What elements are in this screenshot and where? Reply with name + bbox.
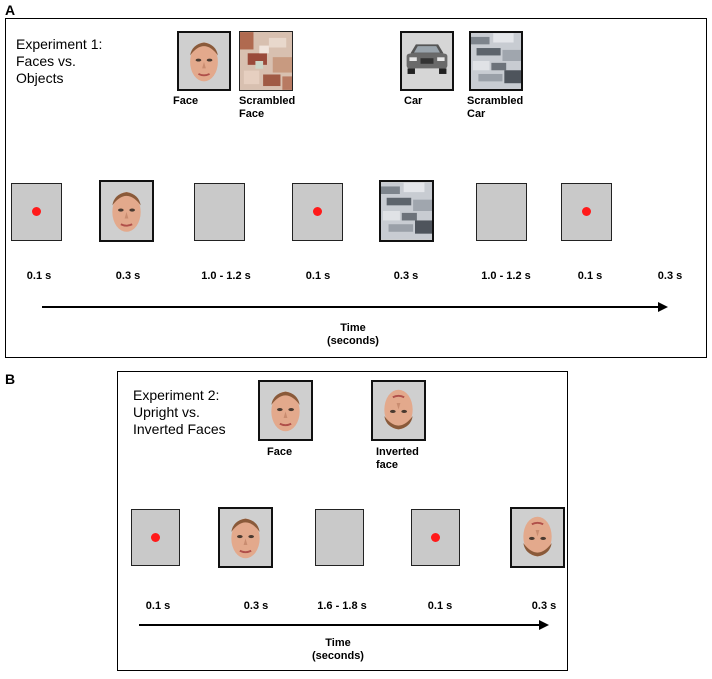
panel-a-title: Experiment 1: Faces vs. Objects bbox=[16, 36, 103, 86]
panel-a-letter: A bbox=[5, 2, 16, 18]
panel-b-title: Experiment 2: Upright vs. Inverted Faces bbox=[133, 387, 226, 437]
fixation-dot bbox=[431, 533, 440, 542]
duration-label: 1.6 - 1.8 s bbox=[317, 600, 367, 612]
face-example-image bbox=[258, 380, 313, 441]
duration-label: 0.3 s bbox=[531, 600, 557, 612]
fixation-frame bbox=[11, 183, 62, 241]
scrambled-car-example-caption: Scrambled Car bbox=[467, 95, 524, 120]
duration-label: 0.1 s bbox=[427, 600, 453, 612]
fixation-frame bbox=[561, 183, 612, 241]
fixation-frame bbox=[411, 509, 460, 566]
time-axis-label: Time (seconds) bbox=[312, 637, 364, 662]
scrambled-face-example-image bbox=[239, 31, 293, 91]
fixation-dot bbox=[151, 533, 160, 542]
face-example-caption: Face bbox=[173, 95, 199, 107]
duration-label: 0.1 s bbox=[145, 600, 171, 612]
fixation-frame bbox=[131, 509, 180, 566]
scrambled-face-example-caption: Scrambled Face bbox=[239, 95, 296, 120]
time-arrow bbox=[42, 302, 668, 312]
duration-label: 0.1 s bbox=[26, 270, 52, 282]
duration-label: 0.3 s bbox=[393, 270, 419, 282]
fixation-dot bbox=[313, 207, 322, 216]
duration-label: 0.1 s bbox=[305, 270, 331, 282]
time-arrow bbox=[139, 620, 549, 630]
duration-label: 1.0 - 1.2 s bbox=[481, 270, 531, 282]
duration-label: 0.3 s bbox=[115, 270, 141, 282]
inverted-face-example-image bbox=[371, 380, 426, 441]
face-stimulus-frame bbox=[218, 507, 273, 568]
blank-frame bbox=[476, 183, 527, 241]
inverted-face-stimulus-frame bbox=[510, 507, 565, 568]
duration-label: 0.3 s bbox=[657, 270, 683, 282]
fixation-dot bbox=[582, 207, 591, 216]
blank-frame bbox=[194, 183, 245, 241]
inverted-face-example-caption: Inverted face bbox=[376, 446, 419, 471]
scrambled-car-stimulus-frame bbox=[379, 180, 434, 242]
panel-b-letter: B bbox=[5, 371, 16, 387]
blank-frame bbox=[315, 509, 364, 566]
face-example-image bbox=[177, 31, 231, 91]
duration-label: 1.0 - 1.2 s bbox=[201, 270, 251, 282]
fixation-dot bbox=[32, 207, 41, 216]
car-example-image bbox=[400, 31, 454, 91]
scrambled-car-example-image bbox=[469, 31, 523, 91]
face-stimulus-frame bbox=[99, 180, 154, 242]
face-example-caption: Face bbox=[267, 446, 293, 458]
fixation-frame bbox=[292, 183, 343, 241]
duration-label: 0.1 s bbox=[577, 270, 603, 282]
car-example-caption: Car bbox=[404, 95, 423, 107]
time-axis-label: Time (seconds) bbox=[327, 322, 379, 347]
duration-label: 0.3 s bbox=[243, 600, 269, 612]
